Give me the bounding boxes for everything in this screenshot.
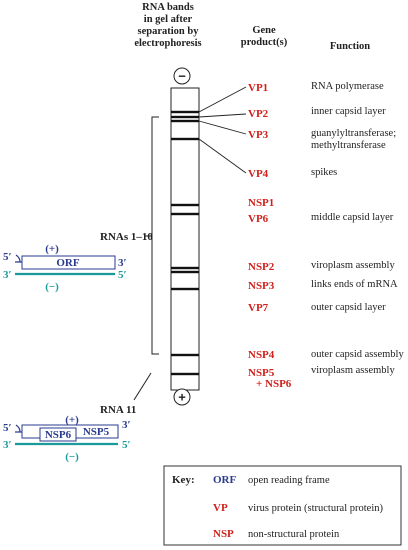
gel-band-vp1 [171,110,199,114]
function-vp2: inner capsid layer [311,106,386,117]
connector-vp2 [198,113,247,118]
gel-band-nsp1 [171,203,199,207]
rna-11-cap-hook-icon [15,424,21,433]
plus-strand-sign: (+) [45,243,59,255]
positive-electrode-icon [173,388,191,406]
gel-band-vp3 [171,119,199,123]
function-vp3-line2: methyltransferase [311,140,386,151]
function-nsp4: outer capsid assembly [311,349,404,360]
minus-five-prime: 5′ [118,269,127,281]
bracket-line [151,116,159,355]
negative-sign: − [178,69,186,84]
product-header-line1: Gene [252,25,276,36]
gene-functions: RNA polymerase inner capsid layer guanyl… [311,81,404,376]
product-nsp6: + NSP6 [256,378,292,390]
bands-header-line1: RNA bands [142,2,194,13]
rna-11-minus-sign: (−) [65,451,79,463]
positive-sign: + [178,390,186,405]
connector-vp1 [198,86,247,113]
product-header-line2: product(s) [241,37,288,48]
nsp6-box [39,427,77,442]
key-border [163,465,402,546]
gene-products: VP1 VP2 VP3 VP4 NSP1 VP6 NSP2 NSP3 VP7 N… [248,82,292,390]
key-title: Key: [172,474,195,486]
function-vp7: outer capsid layer [311,302,386,313]
product-nsp2: NSP2 [248,261,275,273]
bands-header-line3: separation by [138,26,200,37]
rna-schematic: (+) 5′ ORF 3′ 3′ 5′ (−) [3,243,127,293]
function-vp6: middle capsid layer [311,212,394,223]
key-box: Key: ORF open reading frame VP virus pro… [163,465,402,546]
gel-band-nsp5 [171,372,199,376]
rna-11-section: RNA 11 (+) 5′ NSP6 NSP5 3′ 3′ 5′ (−) [3,372,152,463]
key-text-orf: open reading frame [248,475,330,486]
plus-three-prime: 3′ [118,257,127,269]
gel-band-nsp2 [171,266,199,270]
rna-11-pointer [133,372,152,401]
rnas-1-10-label: RNAs 1–10 [100,231,153,243]
key-abbr-vp: VP [213,502,228,514]
gel-band-vp6 [171,212,199,216]
gel-band-nsp3 [171,270,199,274]
column-headers: RNA bands in gel after separation by ele… [134,2,370,52]
function-nsp3: links ends of mRNA [311,279,398,290]
minus-three-prime: 3′ [3,269,12,281]
rna-11-plus-sign: (+) [65,414,79,426]
orf-label: ORF [56,257,80,269]
nsp6-label: NSP6 [45,429,72,441]
connector-vp3 [198,120,247,135]
nsp5-label: NSP5 [83,426,110,438]
product-nsp1: NSP1 [248,197,274,209]
cap-hook-icon [15,254,21,263]
function-header: Function [330,41,370,52]
product-vp2: VP2 [248,108,269,120]
gel-lane: − + [170,67,200,406]
band-connectors [198,86,247,174]
rna-11-plus-five-prime: 5′ [3,422,12,434]
product-nsp3: NSP3 [248,280,275,292]
key-text-vp: virus protein (structural protein) [248,503,384,514]
plus-five-prime: 5′ [3,251,12,263]
bands-header-line4: electrophoresis [134,38,201,49]
bands-header-line2: in gel after [144,14,193,25]
product-vp7: VP7 [248,302,269,314]
product-vp6: VP6 [248,213,269,225]
gel-lane-outline [170,87,200,391]
key-text-nsp: non-structural protein [248,529,340,540]
key-abbr-orf: ORF [213,474,237,486]
rna-11-minus-three-prime: 3′ [3,439,12,451]
function-nsp2: viroplasm assembly [311,260,395,271]
function-vp1: RNA polymerase [311,81,384,92]
rna-11-plus-three-prime: 3′ [122,419,131,431]
connector-vp4 [198,138,247,174]
negative-electrode-icon [173,67,191,85]
rna-11-minus-five-prime: 5′ [122,439,131,451]
gel-band-vp7 [171,287,199,291]
gel-bands [171,110,199,376]
gel-band-vp4 [171,137,199,141]
gel-band-vp2 [171,115,199,119]
function-vp3-line1: guanylyltransferase; [311,128,396,139]
product-nsp4: NSP4 [248,349,275,361]
rnas-1-10-bracket: RNAs 1–10 [100,116,159,355]
gel-band-nsp4 [171,353,199,357]
minus-strand-sign: (−) [45,281,59,293]
function-vp4: spikes [311,167,337,178]
product-vp3: VP3 [248,129,269,141]
key-abbr-nsp: NSP [213,528,234,540]
product-vp1: VP1 [248,82,268,94]
function-nsp5: viroplasm assembly [311,365,395,376]
product-vp4: VP4 [248,168,269,180]
orf-box [21,255,116,270]
product-nsp5: NSP5 [248,367,275,379]
rna-11-label: RNA 11 [100,404,136,416]
